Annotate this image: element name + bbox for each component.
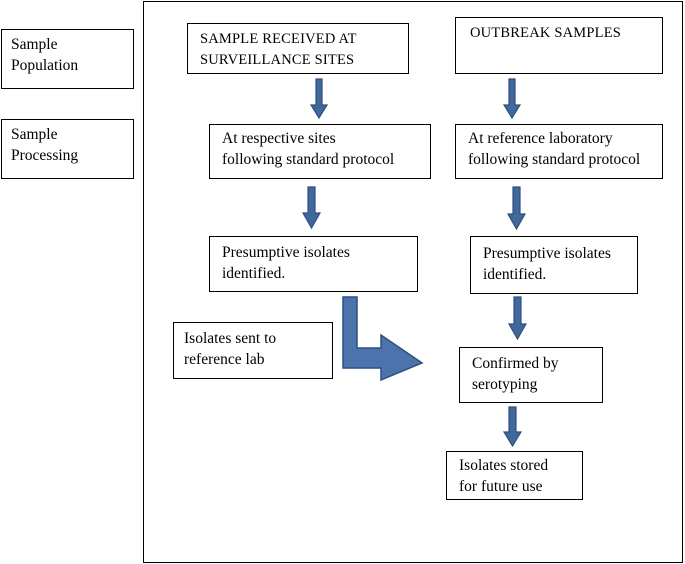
isolates-sent-box: Isolates sent to reference lab [173,322,333,379]
sample-population-label: Sample Population [1,29,134,89]
down-arrow-processing-to-presumptive [301,186,322,230]
outbreak-samples-box: OUTBREAK SAMPLES [455,17,663,74]
down-arrow-confirmed-to-stored [502,406,523,448]
sample-received-box: SAMPLE RECEIVED AT SURVEILLANCE SITES [187,23,409,74]
flowchart-frame [143,1,683,563]
respective-sites-box: At respective sites following standard p… [209,124,431,179]
presumptive-isolates-right-box: Presumptive isolates identified. [470,236,638,294]
bent-arrow-to-confirmed [342,296,424,382]
down-arrow-processing-to-presumptive-right [506,186,527,231]
presumptive-isolates-left-box: Presumptive isolates identified. [209,236,418,292]
confirmed-serotyping-box: Confirmed by serotyping [459,347,603,403]
down-arrow-received-to-processing [309,78,329,120]
reference-laboratory-box: At reference laboratory following standa… [455,124,663,179]
sample-processing-label: Sample Processing [1,119,134,179]
isolates-stored-box: Isolates stored for future use [446,451,583,500]
down-arrow-presumptive-to-confirmed [507,296,528,341]
down-arrow-outbreak-to-processing [502,78,522,120]
